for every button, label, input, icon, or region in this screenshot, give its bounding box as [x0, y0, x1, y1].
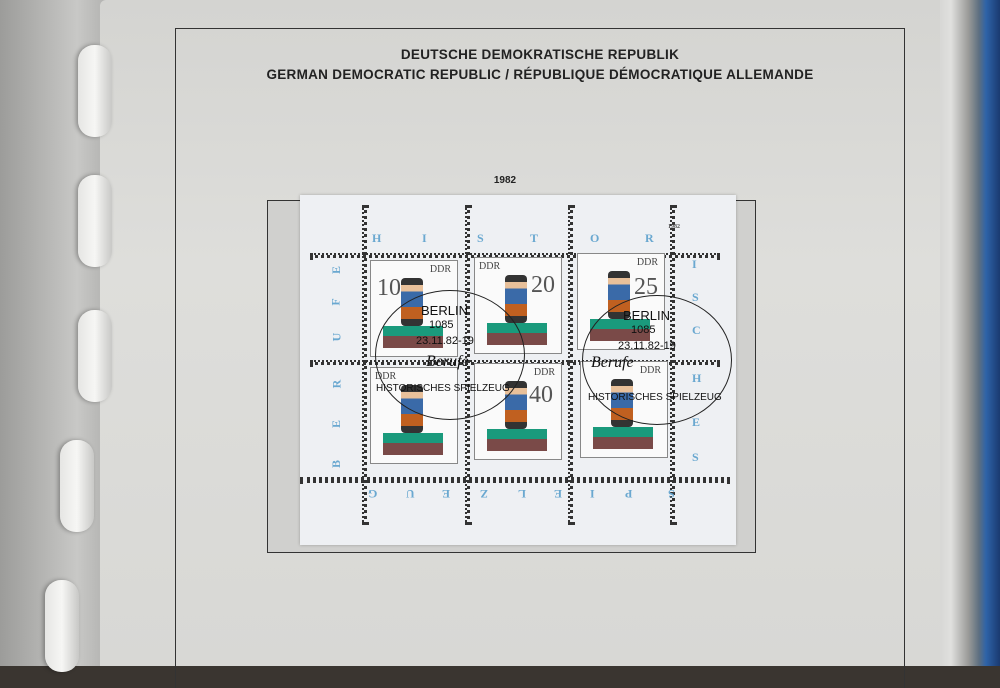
toy-base	[487, 439, 547, 451]
toy-platform	[487, 429, 547, 439]
toy-base	[593, 437, 653, 449]
toy-platform	[593, 427, 653, 437]
postmark-center: Berufe	[591, 354, 634, 371]
margin-letter: U	[406, 487, 415, 501]
page-border: DEUTSCHE DEMOKRATISCHE REPUBLIK GERMAN D…	[175, 28, 905, 688]
margin-letter: E	[329, 265, 344, 275]
year-label: 1982	[493, 175, 517, 186]
margin-letter: U	[329, 332, 344, 342]
stamp-country: DDR	[479, 261, 501, 272]
postmark-ring-text: HISTORISCHES SPIELZEUG	[588, 392, 722, 403]
margin-letter: E	[554, 487, 563, 501]
stamp-value: 20	[531, 272, 555, 298]
margin-letter: I	[692, 257, 697, 271]
toy-platform	[383, 433, 443, 443]
margin-letter: O	[590, 231, 600, 245]
margin-letter: F	[328, 298, 343, 306]
margin-letter: E	[442, 487, 451, 501]
page-title-de: DEUTSCHE DEMOKRATISCHE REPUBLIK	[400, 47, 680, 62]
postmark: BERLIN 1085 23.11.82-19 Berufe HISTORISC…	[375, 290, 525, 420]
postmark-city: BERLIN	[623, 308, 670, 323]
sheet-year: 1982	[668, 224, 680, 230]
postmark-center: Berufe	[426, 353, 469, 370]
margin-letter: R	[645, 231, 654, 245]
margin-letter: S	[692, 450, 699, 464]
binder-hole	[78, 310, 112, 402]
binder-hole	[45, 580, 79, 672]
margin-letter: I	[590, 487, 595, 501]
margin-letter: R	[329, 379, 344, 389]
stamp-value: 10	[377, 275, 401, 301]
stamp-country: DDR	[429, 264, 451, 275]
margin-letter: S	[692, 290, 699, 304]
binder-hole	[78, 175, 112, 267]
toy-figure	[505, 275, 527, 323]
page-title-en-fr: GERMAN DEMOCRATIC REPUBLIC / RÉPUBLIQUE …	[266, 67, 814, 82]
postmark-postcode: 1085	[631, 324, 656, 336]
margin-letter: H	[372, 231, 382, 245]
perforation	[568, 205, 573, 525]
postmark-date: 23.11.82-19	[618, 340, 676, 352]
postmark-ring-text: HISTORISCHES SPIELZEUG	[376, 383, 510, 394]
toy-base	[383, 443, 443, 455]
postmark-postcode: 1085	[429, 319, 454, 331]
margin-letter: P	[625, 487, 633, 501]
margin-letter: B	[329, 459, 344, 469]
postmark-date: 23.11.82-19	[416, 335, 474, 347]
stamp-country: DDR	[533, 367, 555, 378]
perforation	[310, 253, 720, 258]
perforation	[300, 477, 730, 483]
margin-letter: S	[477, 231, 484, 245]
margin-letter: S	[668, 487, 675, 501]
perforation	[362, 205, 367, 525]
margin-letter: E	[692, 415, 701, 429]
binder-hole	[78, 45, 112, 137]
stamp-country: DDR	[636, 257, 658, 268]
margin-letter: T	[530, 231, 539, 245]
margin-letter: L	[518, 487, 527, 501]
stamp-value: 40	[529, 382, 553, 408]
margin-letter: I	[422, 231, 427, 245]
souvenir-sheet: 1982 H I S T O R I S C H E S S P I E L Z…	[300, 195, 736, 545]
binder-hole	[60, 440, 94, 532]
margin-letter: G	[368, 487, 378, 501]
margin-letter: E	[329, 419, 344, 429]
postmark: BERLIN 1085 23.11.82-19 Berufe HISTORISC…	[582, 295, 732, 425]
postmark-city: BERLIN	[421, 303, 468, 318]
margin-letter: Z	[480, 487, 489, 501]
album-page-edges	[930, 0, 1000, 666]
